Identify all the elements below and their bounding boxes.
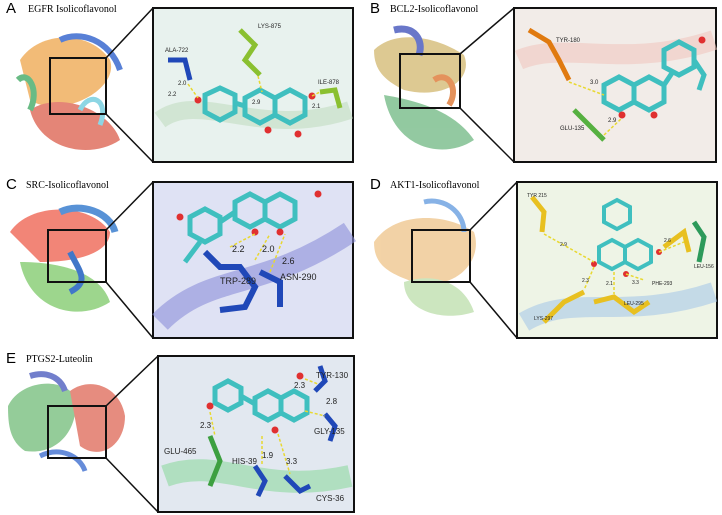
panel-letter: C [6,176,17,193]
residue-label: TRP-289 [220,276,256,286]
zoom-box [49,57,107,115]
zoom-frame [513,7,717,163]
panel-letter: D [370,176,381,193]
oxygen-atoms [618,36,706,119]
panel-letter: E [6,350,17,367]
residue-label: GLU-135 [560,126,585,132]
hbonds [187,75,321,99]
distance-label: 2.0 [178,81,187,87]
residue-label: LEU-156 [694,264,714,270]
oxygen-atoms [176,190,322,236]
distance-label: 2.2 [168,92,177,98]
annotations: TYR 215 LEU-156 PHE-293 LEU-295 LYS-297 … [527,193,714,322]
distance-label: 2.2 [232,244,245,254]
distance-label: 2.8 [326,397,338,406]
distance-label: 2.3 [294,381,306,390]
protein-overview [374,181,718,339]
protein-overview [15,7,354,163]
hbonds [543,233,685,294]
residue-label: ALA-722 [165,48,189,54]
zoom-box [47,229,107,283]
panel-title: EGFR Isolicoflavonol [28,4,117,15]
protein-overview [10,181,357,339]
hbonds [209,378,326,475]
residue-sticks [530,195,707,324]
residue-label: LYS-875 [258,24,282,30]
distance-label: 2.6 [664,238,671,244]
panel-e: E PTGS2-Luteolin [0,346,360,515]
panel-title: PTGS2-Luteolin [26,354,93,365]
protein-ribbon [10,204,119,312]
residue-label: PHE-293 [652,281,673,287]
residue-label: TYR 215 [527,193,547,199]
annotations: TRP-289 ASN-290 2.2 2.0 2.6 [220,244,317,286]
protein-overview [8,355,355,513]
zoom-box [47,405,107,459]
zoom-frame [152,7,354,163]
distance-label: 2.9 [608,118,617,124]
distance-label: 1.9 [262,451,274,460]
panel-c: C SRC-Isolicoflavonol TRP- [0,172,360,344]
annotations: TYR-130 GLY-135 GLU-465 HIS-39 CYS-36 2.… [164,371,349,503]
residue-label: LEU-295 [624,301,644,307]
panel-a: A EGFR Isolicoflavonol [0,0,360,170]
distance-label: 3.0 [590,80,599,86]
ligand [212,378,310,423]
residue-sticks [202,249,283,313]
residue-label: TYR-130 [316,371,349,380]
residue-sticks [207,365,338,498]
distance-label: 2.9 [252,100,261,106]
residue-sticks [168,28,343,109]
zoom-box [399,53,461,109]
residue-label: TYR-180 [556,38,581,44]
residue-sticks [527,27,606,142]
zoom-box [411,229,471,283]
annotations: TYR-180 GLU-135 3.0 2.9 [556,38,617,132]
ligand [601,39,707,113]
protein-ribbon [374,198,476,316]
residue-label: ILE-878 [318,80,340,86]
ligand [202,85,308,126]
panel-d: D AKT1-Isolicoflavonol [364,172,722,344]
residue-label: GLY-135 [314,427,345,436]
annotations: ALA-722 LYS-875 ILE-878 2.0 2.2 2.9 2.1 [165,24,340,110]
distance-label: 2.9 [560,242,567,248]
residue-label: GLU-465 [164,447,197,456]
distance-label: 2.1 [606,281,613,287]
ligand [183,191,298,264]
distance-label: 2.3 [582,278,589,284]
protein-overview [374,7,718,163]
distance-label: 3.3 [286,457,298,466]
residue-label: CYS-36 [316,494,345,503]
panel-b: B BCL2-Isolicoflavonol TYR [364,0,722,170]
distance-label: 2.3 [200,421,212,430]
distance-label: 2.0 [262,244,275,254]
panel-letter: A [6,0,17,17]
distance-label: 2.6 [282,256,295,266]
hbonds [229,233,286,273]
ligand [597,197,653,272]
panel-letter: B [370,0,381,17]
oxygen-atoms [206,372,304,434]
panel-title: SRC-Isolicoflavonol [26,180,109,191]
panel-title: BCL2-Isolicoflavonol [390,4,479,15]
hbonds [568,81,623,136]
residue-label: HIS-39 [232,457,257,466]
residue-label: ASN-290 [280,272,317,282]
panel-title: AKT1-Isolicoflavonol [390,180,480,191]
residue-label: LYS-297 [534,316,553,322]
distance-label: 3.3 [632,280,639,286]
distance-label: 2.1 [312,104,321,110]
